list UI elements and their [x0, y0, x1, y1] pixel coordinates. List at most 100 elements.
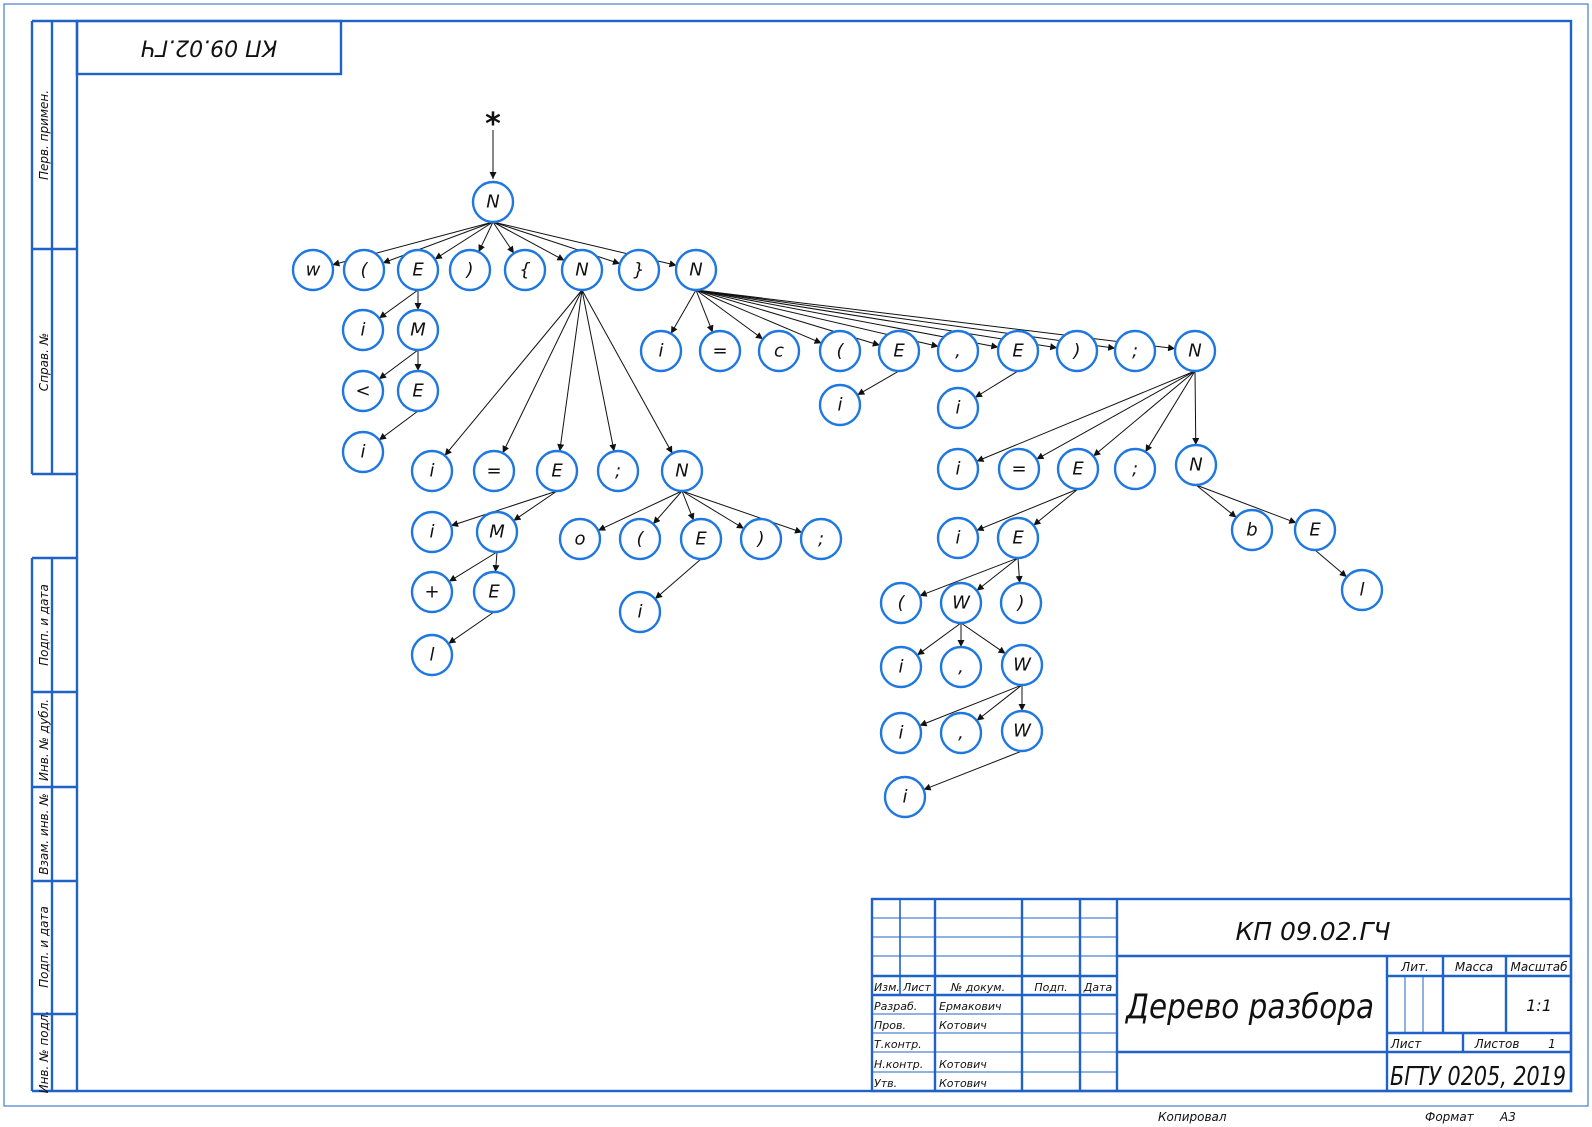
- tree-node-circle: [883, 775, 927, 819]
- tree-node-circle: [341, 430, 385, 474]
- tree-node-circle: [660, 449, 704, 493]
- tree-edge-N4-E8: [1093, 370, 1196, 457]
- tree-edge-N2-c1: [695, 289, 764, 340]
- tree-edge-E9-W1: [976, 557, 1019, 591]
- format-label: Формат: [1425, 1110, 1475, 1124]
- tree-node-i6: i: [639, 329, 683, 373]
- tree-node-label: ;: [615, 461, 621, 482]
- tree-node-circle: [617, 248, 661, 292]
- tree-node-circle: [1055, 329, 1099, 373]
- tree-node-eq3: =: [997, 447, 1041, 491]
- tree-node-label: ,: [955, 341, 961, 362]
- tree-node-label: E: [412, 381, 424, 402]
- tree-node-b1: b: [1230, 508, 1274, 552]
- tree-node-label: }: [633, 260, 644, 281]
- col-doc: № докум.: [950, 981, 1005, 994]
- side-label-vzam-inv: Взам. инв. №: [37, 793, 51, 874]
- tree-node-circle: [997, 447, 1041, 491]
- tree-node-circle: [1056, 447, 1100, 491]
- tree-edge-N4-i9: [976, 370, 1196, 462]
- tree-edge-root-N1: [492, 221, 565, 261]
- tree-node-circle: [936, 516, 980, 560]
- tree-edge-N3-o1: [597, 490, 683, 531]
- tree-node-label: i: [955, 398, 960, 419]
- drawing-frame: [3, 3, 1589, 1107]
- tree-node-label: {: [519, 260, 530, 281]
- tree-node-circle: [1113, 447, 1157, 491]
- tree-node-M2: M: [475, 510, 519, 554]
- tree-node-label: c: [774, 341, 784, 362]
- tree-node-i7: i: [818, 383, 862, 427]
- tree-node-circle: [879, 581, 923, 625]
- tree-node-circle: [410, 570, 454, 614]
- tree-node-circle: [639, 329, 683, 373]
- tree-node-i2: i: [341, 430, 385, 474]
- col-sign: Подп.: [1034, 981, 1067, 994]
- tree-node-E8: E: [1056, 447, 1100, 491]
- tree-node-W3: W: [1000, 709, 1044, 753]
- side-label-perv: Перв. примен.: [37, 90, 51, 180]
- tree-node-circle: [475, 510, 519, 554]
- tree-node-circle: [596, 449, 640, 493]
- tree-edge-N1-N3: [581, 289, 673, 454]
- tree-node-circle: [1293, 508, 1337, 552]
- tree-node-circle: [396, 369, 440, 413]
- tree-node-label: W: [952, 593, 971, 614]
- tree-node-pl1: +: [410, 570, 454, 614]
- name-check: Котович: [939, 1019, 987, 1032]
- tree-node-sc2: ;: [799, 517, 843, 561]
- tree-node-circle: [1000, 709, 1044, 753]
- stamp-sheets-value: 1: [1548, 1037, 1556, 1051]
- tree-node-circle: [471, 180, 515, 224]
- tree-edge-N2-lp3: [695, 289, 822, 344]
- tree-edge-E7-i8: [974, 370, 1019, 398]
- tree-node-circle: [1173, 329, 1217, 373]
- tree-node-E9: E: [996, 516, 1040, 560]
- tree-edge-E1-i1: [378, 289, 419, 319]
- tree-node-label: E: [1072, 459, 1084, 480]
- tree-edge-E8-i10: [976, 488, 1079, 532]
- tree-edge-N2-sc3: [695, 289, 1116, 351]
- tree-edge-E6-i7: [857, 370, 900, 396]
- tree-node-circle: [1340, 568, 1384, 612]
- tree-node-N4: N: [1173, 329, 1217, 373]
- stamp-scale-label: Масштаб: [1510, 960, 1568, 974]
- tree-edge-W3-i13: [923, 750, 1023, 791]
- tree-edge-N3-lp2: [652, 490, 683, 525]
- col-izm: Изм.: [874, 981, 900, 994]
- tree-node-label: ): [755, 529, 764, 550]
- tree-node-circle: [341, 308, 385, 352]
- tree-node-circle: [341, 369, 385, 413]
- tree-node-label: E: [488, 582, 500, 603]
- tree-edge-E10-l2: [1314, 549, 1348, 578]
- tree-node-E2: E: [396, 369, 440, 413]
- tree-node-label: E: [1012, 341, 1024, 362]
- tree-node-E10: E: [1293, 508, 1337, 552]
- stamp-lit-label: Лит.: [1400, 960, 1429, 974]
- tree-node-circle: [939, 645, 983, 689]
- tree-node-i4: i: [410, 510, 454, 554]
- tree-node-circle: [410, 633, 454, 677]
- tree-node-circle: [936, 386, 980, 430]
- tree-node-sc4: ;: [1113, 447, 1157, 491]
- tree-edge-N1-i3: [444, 289, 583, 456]
- tree-node-label: N: [1188, 341, 1201, 362]
- tree-node-circle: [679, 517, 723, 561]
- tree-edge-N2-eq2: [695, 289, 714, 333]
- tree-edge-N1-E3: [557, 289, 583, 452]
- format-value: А3: [1499, 1110, 1516, 1124]
- tree-node-i3: i: [410, 449, 454, 493]
- tree-node-label: ,: [958, 657, 964, 678]
- tree-edge-N4-sc4: [1145, 370, 1196, 453]
- tree-node-circle: [448, 248, 492, 292]
- tree-node-label: ): [1015, 593, 1024, 614]
- tree-node-label: <: [355, 381, 370, 402]
- title-block: [870, 897, 1573, 1093]
- side-label-podp-data-1: Подп. и дата: [37, 584, 51, 666]
- tree-node-cm2: ,: [939, 645, 983, 689]
- tree-node-circle: [999, 581, 1043, 625]
- tree-node-circle: [618, 590, 662, 634]
- tree-node-sc3: ;: [1113, 329, 1157, 373]
- stamp-mass-label: Масса: [1455, 960, 1493, 974]
- tree-node-circle: [996, 516, 1040, 560]
